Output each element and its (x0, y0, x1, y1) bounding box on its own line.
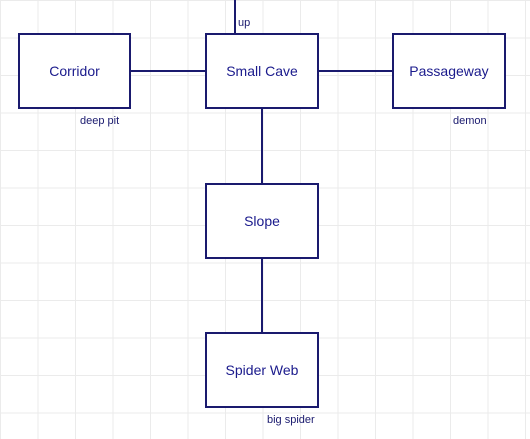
room-small-cave-label: Small Cave (226, 63, 298, 79)
room-passageway-label: Passageway (409, 63, 489, 79)
room-spider-web-label: Spider Web (225, 362, 299, 378)
annotation-demon: demon (453, 115, 487, 127)
room-corridor[interactable]: Corridor (18, 33, 131, 109)
room-passageway[interactable]: Passageway (392, 33, 506, 109)
room-slope-label: Slope (244, 213, 280, 229)
annotation-deep-pit: deep pit (80, 115, 120, 127)
room-small-cave[interactable]: Small Cave (205, 33, 319, 109)
room-slope[interactable]: Slope (205, 183, 319, 259)
annotation-big-spider: big spider (267, 414, 315, 426)
annotation-up: up (238, 17, 251, 29)
room-corridor-label: Corridor (49, 63, 100, 79)
room-spider-web[interactable]: Spider Web (205, 332, 319, 408)
